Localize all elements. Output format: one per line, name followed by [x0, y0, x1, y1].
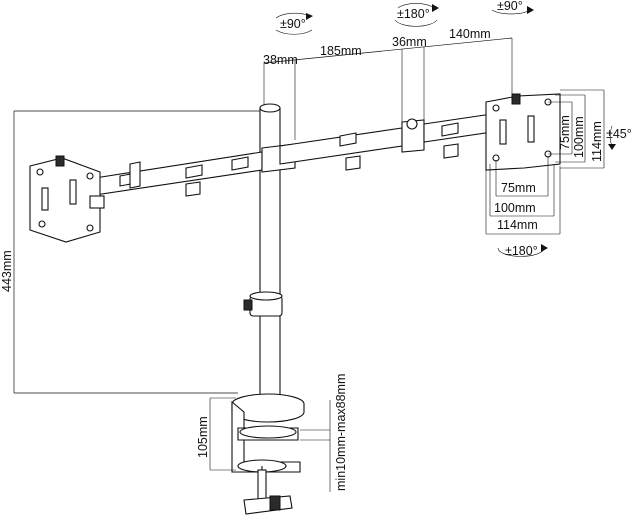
vesa-horizontal-dimensions: 75mm 100mm 114mm — [485, 156, 561, 235]
rotation-middle-joint: ±180° — [394, 3, 439, 27]
rotation-middle-label: ±180° — [397, 7, 430, 21]
swivel-label: ±180° — [505, 244, 538, 258]
vesa-75-horizontal-label: 75mm — [501, 181, 536, 195]
support-pole — [243, 103, 283, 401]
left-vesa-plate — [29, 155, 105, 243]
segment-38-label: 38mm — [263, 53, 298, 67]
vesa-100-horizontal-label: 100mm — [494, 201, 536, 215]
left-arm — [94, 143, 296, 197]
swivel-indicator: ±180° — [497, 244, 548, 258]
tilt-indicator: ±45° — [606, 125, 632, 150]
rotation-left-arm: ±90° — [275, 12, 313, 35]
clamp-thickness-label: min10mm-max88mm — [334, 374, 348, 491]
desk-clamp — [231, 393, 305, 515]
rotation-left-label: ±90° — [280, 17, 306, 31]
right-vesa-plate — [485, 93, 561, 171]
tilt-label: ±45° — [606, 127, 632, 141]
rotation-right-label: ±90° — [497, 0, 523, 13]
vesa-114-vertical-label: 114mm — [590, 121, 604, 162]
height-dimension: 443mm — [0, 110, 264, 394]
rotation-right-arm: ±90° — [491, 0, 534, 15]
height-label: 443mm — [0, 250, 14, 292]
vesa-100-vertical-label: 100mm — [572, 116, 586, 158]
vesa-75-vertical-label: 75mm — [558, 115, 572, 150]
segment-36-label: 36mm — [392, 35, 427, 49]
arm-length-dimensions: 38mm 185mm 36mm 140mm — [263, 27, 513, 140]
segment-140-label: 140mm — [449, 27, 491, 41]
vesa-vertical-dimensions: 75mm 100mm 114mm — [548, 89, 605, 169]
clamp-dimensions: 105mm min10mm-max88mm — [196, 374, 348, 492]
segment-185-label: 185mm — [320, 44, 362, 58]
clamp-height-label: 105mm — [196, 416, 210, 458]
vesa-114-horizontal-label: 114mm — [497, 218, 538, 232]
right-arm — [279, 113, 493, 171]
